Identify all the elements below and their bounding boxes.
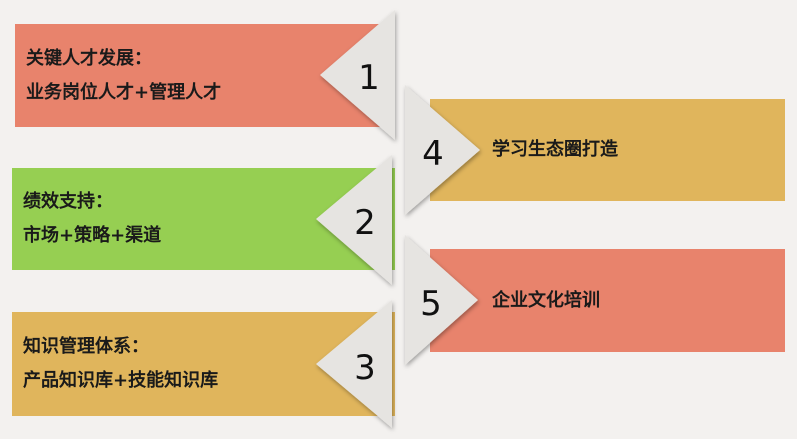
item-2-number: 2 [354, 203, 376, 243]
item-4-bar: 学习生态圈打造 [430, 99, 785, 201]
item-1-bar: 关键人才发展： 业务岗位人才+管理人才 [15, 24, 395, 127]
item-5-title: 企业文化培训 [492, 289, 600, 311]
item-4-title: 学习生态圈打造 [492, 139, 618, 160]
item-2-title: 绩效支持： [23, 191, 113, 212]
item-3-number: 3 [354, 348, 376, 388]
item-2-bar: 绩效支持： 市场+策略+渠道 [12, 168, 395, 270]
item-5-number: 5 [420, 284, 442, 324]
item-2-subtitle: 市场+策略+渠道 [23, 225, 162, 246]
item-1-number: 1 [358, 58, 380, 98]
item-4-number: 4 [422, 134, 444, 174]
item-3-title: 知识管理体系： [23, 336, 149, 357]
item-3-subtitle: 产品知识库+技能知识库 [23, 370, 219, 391]
item-1-title: 关键人才发展： [26, 47, 152, 69]
item-5-bar: 企业文化培训 [430, 249, 785, 352]
item-1-subtitle: 业务岗位人才+管理人才 [26, 81, 222, 103]
item-3-bar: 知识管理体系： 产品知识库+技能知识库 [12, 312, 395, 416]
